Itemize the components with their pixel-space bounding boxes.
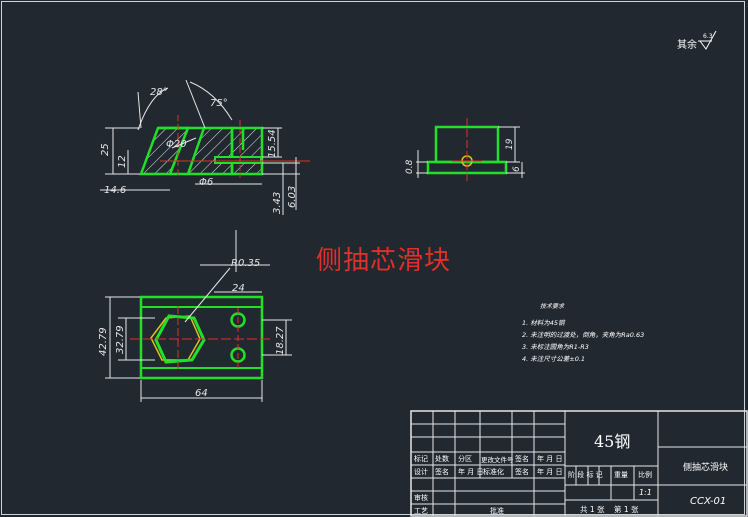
front-left-part xyxy=(139,126,190,176)
tb-row-label: 年 月 日 xyxy=(537,455,563,463)
tb-row-label: 标记 xyxy=(414,455,428,463)
dim-hole-dia-20: Φ20 xyxy=(166,139,187,150)
tb-drawing-number: CCX-01 xyxy=(690,496,727,507)
tb-sheet-number: 第 1 张 xyxy=(614,505,639,514)
tech-requirements-title: 技术要求 xyxy=(540,303,565,310)
tb-part-name: 侧抽芯滑块 xyxy=(683,463,729,473)
tb-scale-label: 比例 xyxy=(638,471,652,479)
front-right-block xyxy=(230,126,264,176)
top-view: R0.35 24 42.79 32.79 18.27 64 xyxy=(98,230,292,402)
tb-row2-label: 签名 xyxy=(435,468,449,476)
top-body xyxy=(139,295,264,380)
tb-row2-label: 年 月 日 xyxy=(537,468,563,476)
front-section-view: 28° 75° Φ20 25 12 14.6 Φ6 15.54 3.43 6.0… xyxy=(100,79,310,215)
dim-height-12: 12 xyxy=(117,155,128,168)
dim-bottom-6-03: 6.03 xyxy=(287,186,298,208)
tech-requirement-item: 2. 未注明的过渡处，倒角，夹角为Ra0.63 xyxy=(522,331,645,339)
tb-row-label: 处数 xyxy=(435,455,449,463)
dim-top-r0-35: R0.35 xyxy=(231,258,260,269)
dim-top-32-79: 32.79 xyxy=(115,325,126,354)
hex-recess xyxy=(154,314,206,364)
surface-finish-symbol xyxy=(698,30,717,50)
tb-stage-label: 阶 段 标 记 xyxy=(568,471,603,479)
tech-requirement-item: 3. 未标注圆角为R1-R3 xyxy=(522,343,589,351)
front-mid-part xyxy=(186,126,234,176)
dim-angle-28: 28° xyxy=(150,87,168,98)
tb-row2-label: 设计 xyxy=(414,468,428,476)
dim-top-42-79: 42.79 xyxy=(98,327,109,356)
dim-top-64: 64 xyxy=(195,388,208,399)
tech-requirement-item: 1. 材料为45钢 xyxy=(522,319,565,327)
dim-right-15-54: 15.54 xyxy=(267,129,278,158)
dim-pin-dia-6: Φ6 xyxy=(199,177,213,188)
tb-row-label: 分区 xyxy=(458,455,472,463)
tb-material: 45钢 xyxy=(594,432,631,451)
dim-side-19: 19 xyxy=(505,138,515,150)
tb-row2-label: 签名 xyxy=(515,468,529,476)
tb-review-label: 审核 xyxy=(414,494,428,502)
tb-sheet-total: 共 1 张 xyxy=(580,505,605,514)
dim-side-0-8: 0.8 xyxy=(405,159,415,174)
tb-scale: 1:1 xyxy=(639,488,652,497)
tb-row2-label: 标准化 xyxy=(483,468,504,476)
tb-approve-label: 批准 xyxy=(490,507,504,515)
tech-requirement-item: 4. 未注尺寸公差±0.1 xyxy=(522,355,586,363)
surface-finish-value: 6.3 xyxy=(703,33,713,40)
side-view: 19 0.8 6 xyxy=(405,118,525,183)
dim-top-18-27: 18.27 xyxy=(275,326,286,355)
dim-offset-14-6: 14.6 xyxy=(104,185,126,196)
dim-angle-75: 75° xyxy=(210,98,228,109)
tb-row-label: 更改文件号 xyxy=(481,456,514,464)
title-block xyxy=(410,410,748,517)
tb-weight-label: 重量 xyxy=(614,471,628,479)
dim-top-24: 24 xyxy=(232,283,245,294)
tb-process-label: 工艺 xyxy=(414,507,428,515)
dim-bottom-3-43: 3.43 xyxy=(272,192,283,214)
tb-row-label: 签名 xyxy=(515,455,529,463)
part-title-watermark: 侧抽芯滑块 xyxy=(316,246,452,276)
tb-row2-label: 年 月 日 xyxy=(458,468,484,476)
surface-finish-label: 其余 xyxy=(677,40,697,51)
dim-side-6: 6 xyxy=(512,166,522,172)
dim-height-25: 25 xyxy=(100,143,111,156)
